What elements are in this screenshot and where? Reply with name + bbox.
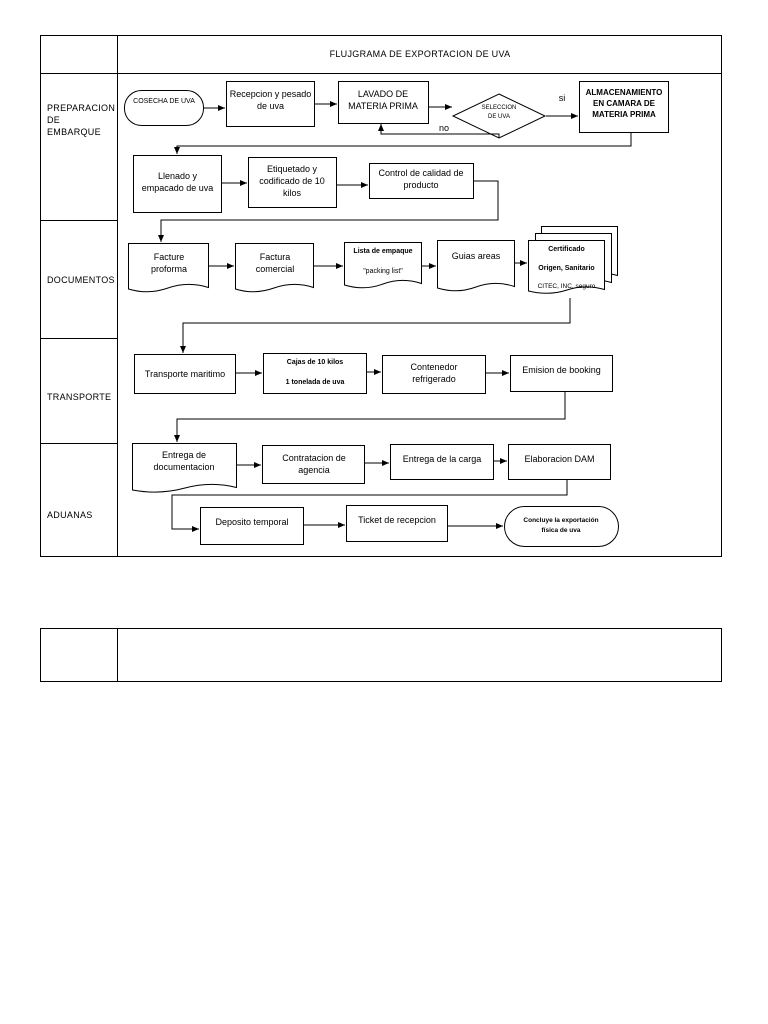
certificado-label-2: Origen, Sanitario — [538, 264, 595, 272]
diagram-title: FLUJGRAMA DE EXPORTACION DE UVA — [329, 49, 511, 59]
deposito-label: Deposito temporal — [215, 517, 289, 527]
lane-label-aduanas: ADUANAS — [47, 510, 93, 520]
dam-label: Elaboracion DAM — [524, 454, 595, 464]
lavado-process — [338, 81, 429, 124]
lista-empaque-label-1: Lista de empaque — [353, 247, 413, 255]
table-frame — [40, 35, 722, 557]
control-process — [369, 163, 474, 199]
llenado-process — [133, 155, 222, 213]
entrega-carga-process — [390, 444, 494, 480]
edge-label-si: si — [558, 93, 566, 103]
dam-process — [508, 444, 611, 480]
ticket-process — [346, 505, 448, 542]
etiquetado-label: Etiquetado y codificado de 10 kilos — [259, 164, 325, 198]
factura-comercial-document — [235, 243, 314, 293]
lane-label-documentos: DOCUMENTOS — [47, 275, 115, 285]
seleccion-label: SELECCION DE UVA — [481, 105, 517, 120]
contenedor-label: Contenedor refrigerado — [410, 362, 458, 384]
certificado-label-3: CITEC, INC, seguro — [537, 282, 596, 290]
transporte-maritimo-process — [134, 354, 236, 394]
facture-proforma-label: Facture proforma — [150, 252, 187, 274]
control-label: Control de calidad de producto — [378, 167, 464, 190]
almacenamiento-label: ALMACENAMIENTO EN CAMARA DE MATERIA PRIM… — [585, 87, 663, 119]
certificado-document — [528, 240, 605, 294]
cajas-label-2: 1 tonelada de uva — [285, 378, 345, 386]
entrega-carga-label: Entrega de la carga — [402, 454, 482, 464]
cajas-label-1: Cajas de 10 kilos — [286, 358, 344, 366]
connectors — [158, 101, 632, 532]
facture-proforma-document — [128, 243, 209, 293]
lista-empaque-document — [344, 242, 422, 289]
etiquetado-process — [248, 157, 337, 208]
transporte-maritimo-label: Transporte maritimo — [144, 369, 226, 379]
lane-label-preparacion: PREPARACION DE EMBARQUE — [47, 103, 116, 137]
lavado-label: LAVADO DE MATERIA PRIMA — [348, 89, 418, 111]
concluye-terminator — [504, 506, 619, 547]
lane-label-transporte: TRANSPORTE — [47, 392, 112, 402]
entrega-doc-label: Entrega de documentacion — [153, 450, 215, 472]
recepcion-label: Recepcion y pesado de uva — [229, 89, 312, 111]
empty-table — [40, 628, 722, 682]
edge-label-no: no — [439, 123, 450, 133]
llenado-label: Llenado y empacado de uva — [141, 171, 214, 193]
almacenamiento-process — [579, 81, 669, 133]
concluye-label: Concluye la exportación física de uva — [523, 517, 599, 534]
lista-empaque-label-2: "packing list" — [363, 267, 403, 275]
cajas-process — [263, 353, 367, 394]
booking-label: Emision de booking — [522, 365, 601, 375]
guias-label: Guias areas — [451, 251, 501, 261]
entrega-doc-document — [132, 443, 237, 493]
booking-process — [510, 355, 613, 392]
cosecha-terminator — [124, 90, 204, 126]
factura-comercial-label: Factura comercial — [255, 252, 295, 274]
contenedor-process — [382, 355, 486, 394]
certificado-label-1: Certificado — [548, 245, 585, 253]
recepcion-process — [226, 81, 315, 127]
deposito-process — [200, 507, 304, 545]
guias-document — [437, 240, 515, 292]
cosecha-label: COSECHA DE UVA — [133, 97, 195, 105]
contratacion-process — [262, 445, 365, 484]
ticket-label: Ticket de recepcion — [358, 515, 436, 525]
contratacion-label: Contratacion de agencia — [282, 453, 346, 475]
